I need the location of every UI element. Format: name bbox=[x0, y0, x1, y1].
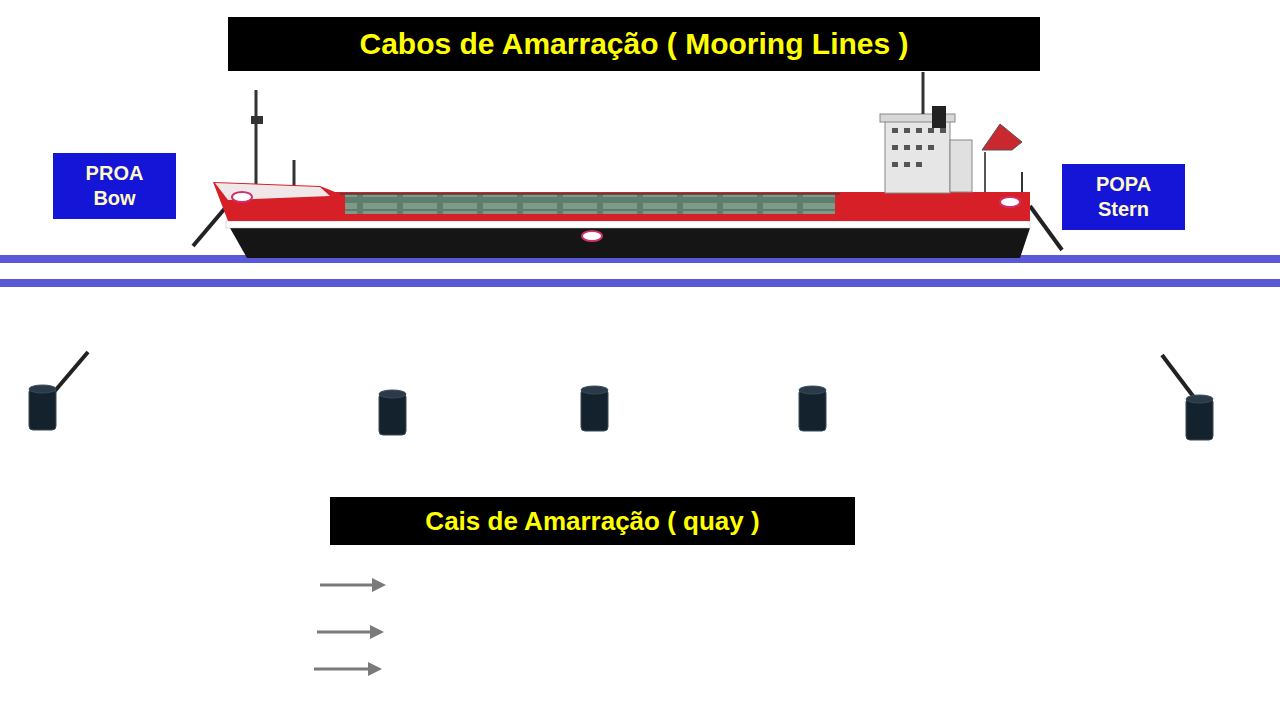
cargo-ship bbox=[213, 72, 1030, 258]
mooring-line bbox=[1162, 355, 1196, 400]
current-arrow bbox=[314, 578, 386, 676]
quay-label-box: Cais de Amarração ( quay ) bbox=[330, 497, 855, 545]
box-text: Cais de Amarração ( quay ) bbox=[425, 505, 759, 538]
bow-label-box: PROA Bow bbox=[53, 153, 176, 219]
box-text: PROA Bow bbox=[80, 161, 150, 211]
stern-label-box: POPA Stern bbox=[1062, 164, 1185, 230]
title-banner: Cabos de Amarração ( Mooring Lines ) bbox=[228, 17, 1040, 71]
box-text: POPA Stern bbox=[1089, 172, 1159, 222]
mooring-line bbox=[1030, 206, 1062, 250]
water-line bbox=[0, 279, 1280, 287]
bollard bbox=[29, 385, 1213, 440]
mooring-line bbox=[54, 352, 88, 392]
